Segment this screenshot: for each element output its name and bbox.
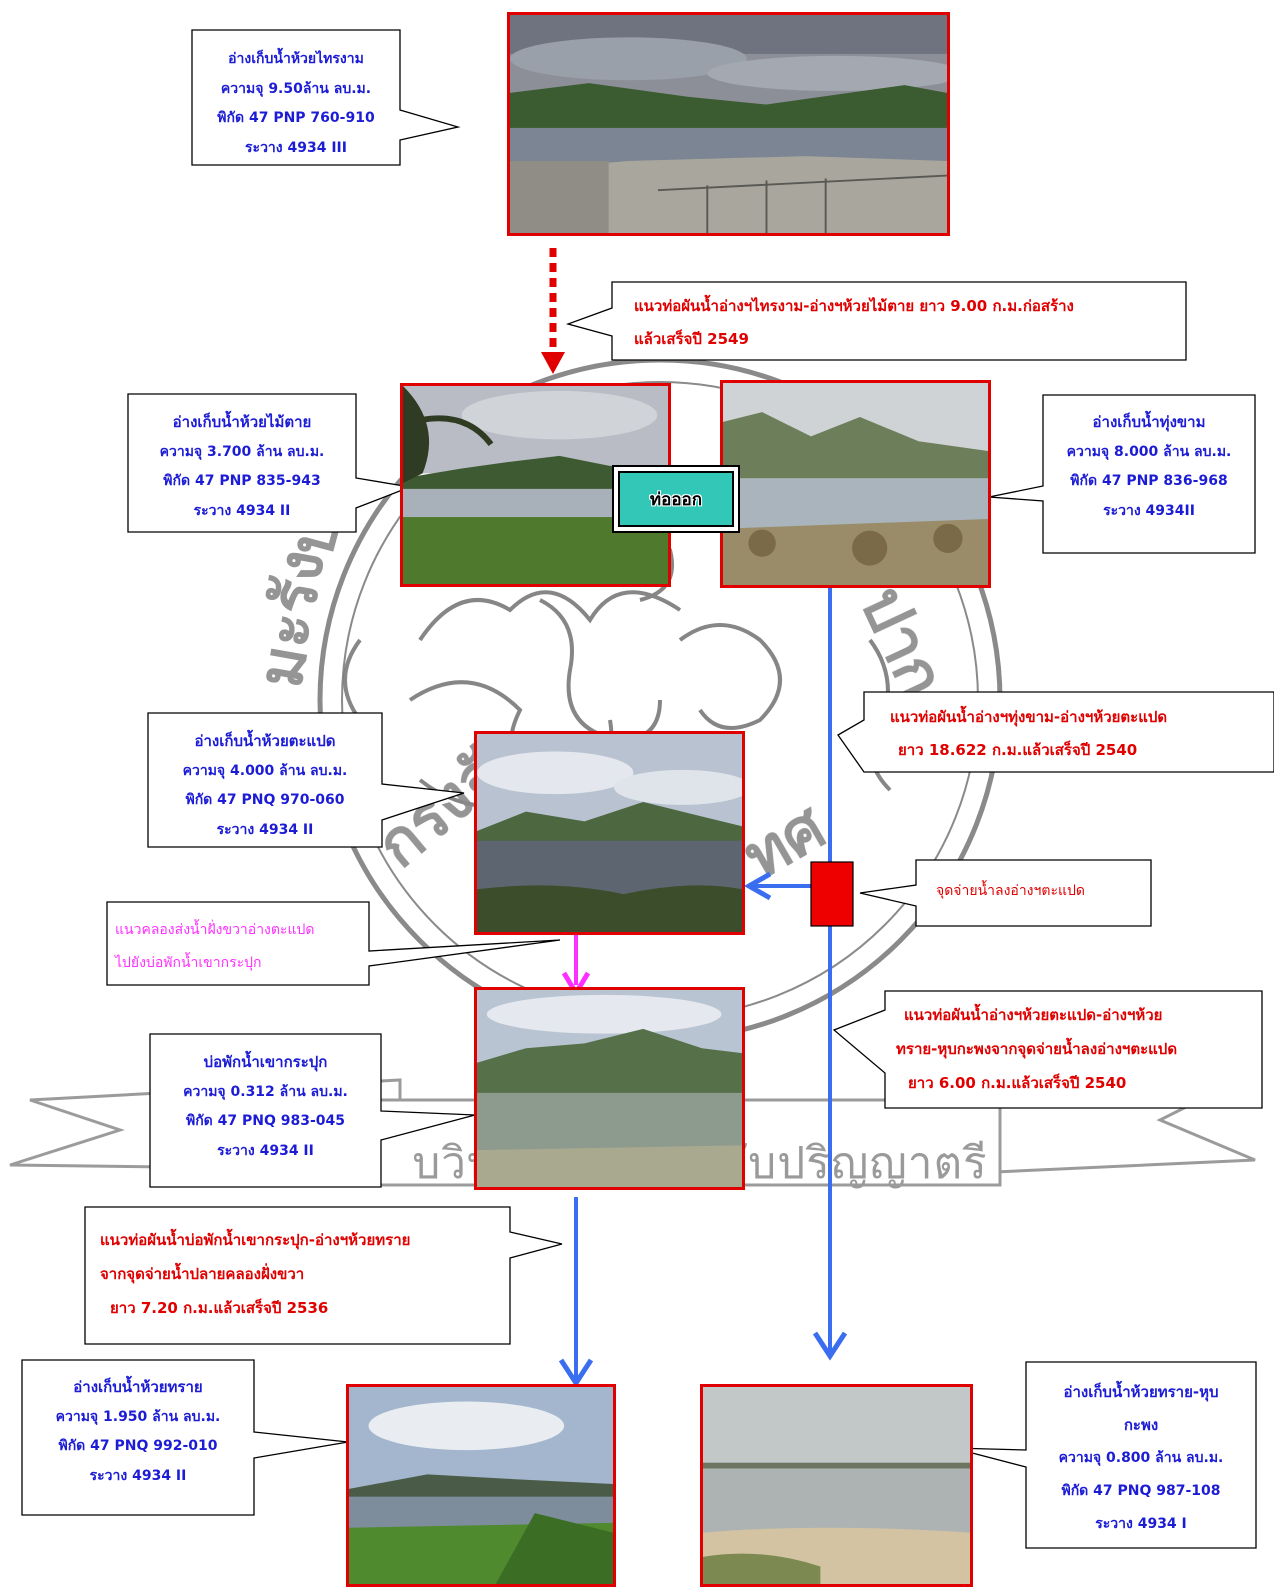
photo-khao-kra-puk — [474, 987, 745, 1190]
info-pipeline-ta-paet-sai-hup: แนวท่อผันน้ำอ่างฯห้วยตะแปด-อ่างฯห้วย ทรา… — [896, 998, 1258, 1100]
callout-box-pipeline-4 — [84, 1206, 563, 1345]
info-release-point: จุดจ่ายน้ำลงอ่างฯตะแปด — [936, 877, 1146, 907]
pipeline-line-2: ทราย-หุบกะพงจากจุดจ่ายน้ำลงอ่างฯตะแปด — [896, 1040, 1178, 1058]
reservoir-name: อ่างเก็บน้ำห้วยตะแปด — [194, 732, 336, 750]
release-point-marker — [810, 861, 854, 927]
reservoir-capacity: ความจุ 8.000 ล้าน ลบ.ม. — [1066, 443, 1232, 460]
pipeline-line-3: ยาว 6.00 ก.ม.แล้วเสร็จปี 2540 — [908, 1074, 1127, 1092]
reservoir-sheet: ระวาง 4934 III — [245, 139, 347, 156]
pipeline-3-arrowhead — [812, 1331, 848, 1361]
pipeline-4-arrowhead — [558, 1358, 594, 1388]
photo-thung-kham — [720, 380, 991, 588]
reservoir-name: อ่างเก็บน้ำห้วยไม้ตาย — [172, 413, 312, 431]
outlet-label: ท่อออก — [649, 489, 703, 510]
reservoir-sheet: ระวาง 4934 II — [89, 1467, 187, 1484]
callout-box-thung-kham — [988, 394, 1256, 554]
canal-line-2: ไปยังบ่อพักน้ำเขากระปุก — [115, 955, 262, 971]
info-pipeline-sai-ngam-mai-tai: แนวท่อผันน้ำอ่างฯไทรงาม-อ่างฯห้วยไม้ตาย … — [634, 290, 1174, 356]
callout-box-canal — [106, 901, 561, 986]
info-thung-kham: อ่างเก็บน้ำทุ่งขาม ความจุ 8.000 ล้าน ลบ.… — [1043, 408, 1255, 526]
reservoir-name-line-1: อ่างเก็บน้ำห้วยทราย-หุบ — [1063, 1383, 1219, 1401]
release-branch-arrowhead — [743, 871, 772, 901]
pipeline-line-2: จากจุดจ่ายน้ำปลายคลองฝั่งขวา — [100, 1265, 305, 1283]
info-pipeline-thung-kham-ta-paet: แนวท่อผันน้ำอ่างฯทุ่งขาม-อ่างฯห้วยตะแปด … — [890, 701, 1270, 767]
callout-box-huai-ta-paet — [147, 712, 465, 848]
pipeline-line-1: แนวท่อผันน้ำอ่างฯห้วยตะแปด-อ่างฯห้วย — [904, 1006, 1163, 1024]
pipeline-line-1: แนวท่อผันน้ำอ่างฯทุ่งขาม-อ่างฯห้วยตะแปด — [890, 708, 1168, 726]
reservoir-name: บ่อพักน้ำเขากระปุก — [203, 1053, 328, 1071]
callout-box-huai-sai — [21, 1359, 349, 1516]
photo-huai-sai — [346, 1384, 616, 1587]
callout-box-pipeline-2 — [837, 691, 1274, 773]
reservoir-coords: พิกัด 47 PNP 835-943 — [163, 473, 321, 489]
pipeline-1-arrowhead — [541, 352, 565, 374]
photo-huai-sai-ngam — [507, 12, 950, 236]
photo-huai-sai-hup-kaphong — [700, 1384, 973, 1587]
pipeline-line-2: ยาว 18.622 ก.ม.แล้วเสร็จปี 2540 — [898, 741, 1138, 759]
pipeline-line-1: แนวท่อผันน้ำอ่างฯไทรงาม-อ่างฯห้วยไม้ตาย … — [634, 297, 1074, 315]
callout-box-release-point — [859, 859, 1152, 927]
callout-box-huai-mai-tai — [127, 393, 413, 533]
canal-line-1: แนวคลองส่งน้ำฝั่งขวาอ่างตะแปด — [115, 922, 315, 938]
info-huai-sai-ngam: อ่างเก็บน้ำห้วยไทรงาม ความจุ 9.50ล้าน ลบ… — [192, 45, 400, 163]
reservoir-name: อ่างเก็บน้ำห้วยไทรงาม — [228, 51, 364, 67]
reservoir-sheet: ระวาง 4934II — [1103, 502, 1195, 519]
pipeline-line-1: แนวท่อผันน้ำบ่อพักน้ำเขากระปุก-อ่างฯห้วย… — [100, 1231, 411, 1249]
reservoir-capacity: ความจุ 4.000 ล้าน ลบ.ม. — [182, 762, 348, 779]
reservoir-name: อ่างเก็บน้ำห้วยทราย — [73, 1378, 203, 1396]
info-pipeline-kra-puk-huai-sai: แนวท่อผันน้ำบ่อพักน้ำเขากระปุก-อ่างฯห้วย… — [100, 1223, 505, 1325]
info-huai-mai-tai: อ่างเก็บน้ำห้วยไม้ตาย ความจุ 3.700 ล้าน … — [128, 408, 356, 526]
reservoir-sheet: ระวาง 4934 II — [217, 1142, 314, 1159]
reservoir-capacity: ความจุ 0.800 ล้าน ลบ.ม. — [1058, 1450, 1224, 1466]
info-huai-sai: อ่างเก็บน้ำห้วยทราย ความจุ 1.950 ล้าน ลบ… — [22, 1373, 254, 1491]
reservoir-capacity: ความจุ 9.50ล้าน ลบ.ม. — [220, 80, 372, 97]
pipeline-line-3: ยาว 7.20 ก.ม.แล้วเสร็จปี 2536 — [110, 1299, 329, 1317]
reservoir-name-line-2: กะพง — [1123, 1416, 1159, 1434]
reservoir-name: อ่างเก็บน้ำทุ่งขาม — [1092, 413, 1206, 431]
release-point-label: จุดจ่ายน้ำลงอ่างฯตะแปด — [936, 883, 1085, 899]
outlet-label-box: ท่อออก — [612, 465, 740, 533]
callout-box-huai-sai-hup — [952, 1361, 1257, 1549]
reservoir-sheet: ระวาง 4934 I — [1095, 1516, 1187, 1532]
callout-box-huai-sai-ngam — [191, 29, 461, 166]
reservoir-sheet: ระวาง 4934 II — [216, 821, 314, 838]
reservoir-capacity: ความจุ 3.700 ล้าน ลบ.ม. — [159, 443, 325, 460]
pipeline-line-2: แล้วเสร็จปี 2549 — [634, 330, 749, 348]
info-canal: แนวคลองส่งน้ำฝั่งขวาอ่างตะแปด ไปยังบ่อพั… — [115, 914, 365, 980]
callout-box-pipeline-3 — [832, 990, 1263, 1109]
reservoir-capacity: ความจุ 0.312 ล้าน ลบ.ม. — [183, 1083, 348, 1100]
info-khao-kra-puk: บ่อพักน้ำเขากระปุก ความจุ 0.312 ล้าน ลบ.… — [150, 1048, 381, 1166]
reservoir-coords: พิกัด 47 PNQ 992-010 — [58, 1438, 218, 1454]
reservoir-capacity: ความจุ 1.950 ล้าน ลบ.ม. — [55, 1408, 221, 1425]
reservoir-sheet: ระวาง 4934 II — [193, 502, 291, 519]
reservoir-coords: พิกัด 47 PNP 836-968 — [1070, 473, 1228, 489]
reservoir-coords: พิกัด 47 PNQ 983-045 — [185, 1113, 346, 1129]
info-huai-ta-paet: อ่างเก็บน้ำห้วยตะแปด ความจุ 4.000 ล้าน ล… — [148, 727, 382, 845]
reservoir-coords: พิกัด 47 PNQ 970-060 — [185, 792, 345, 808]
reservoir-coords: พิกัด 47 PNQ 987-108 — [1061, 1483, 1221, 1499]
callout-box-pipeline-1 — [565, 281, 1187, 361]
callout-box-khao-kra-puk — [149, 1033, 476, 1188]
photo-huai-mai-tai — [400, 383, 671, 587]
info-huai-sai-hup-kaphong: อ่างเก็บน้ำห้วยทราย-หุบ กะพง ความจุ 0.80… — [1026, 1376, 1256, 1541]
reservoir-coords: พิกัด 47 PNP 760-910 — [217, 110, 375, 126]
photo-huai-ta-paet — [474, 731, 745, 935]
